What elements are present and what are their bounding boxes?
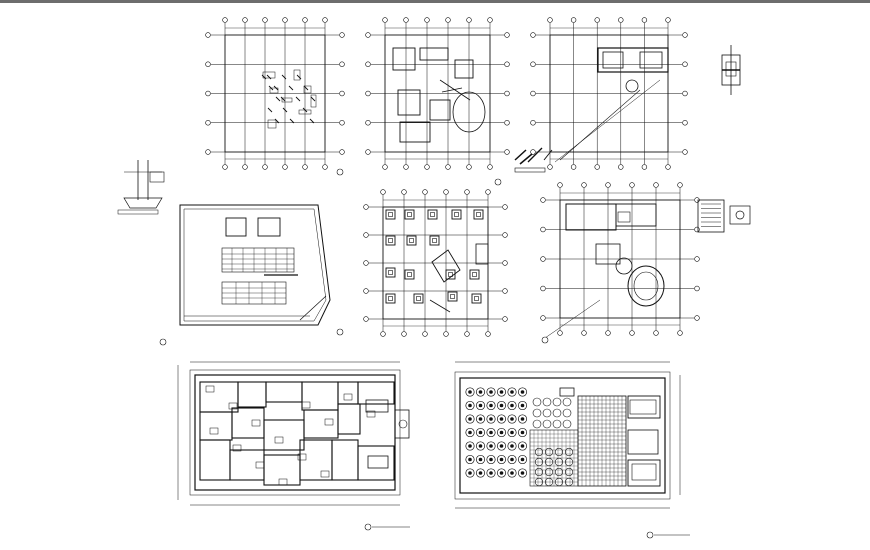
wall-detail-top-right	[721, 45, 741, 95]
architectural-floor-plan-panel	[177, 361, 410, 531]
slab-plan-panel	[540, 182, 700, 344]
top-rule	[0, 0, 870, 3]
footing-plan-panel	[363, 189, 508, 337]
stair-detail-panel	[514, 147, 553, 173]
framing-plan-panel	[205, 17, 345, 176]
site-plan-panel	[159, 204, 344, 346]
floor-finish-plan-panel	[454, 361, 690, 539]
ground-floor-structure-panel	[365, 17, 510, 186]
roof-structure-panel	[530, 17, 688, 170]
foundation-detail-panel	[117, 160, 165, 215]
section-detail-right	[697, 199, 751, 233]
